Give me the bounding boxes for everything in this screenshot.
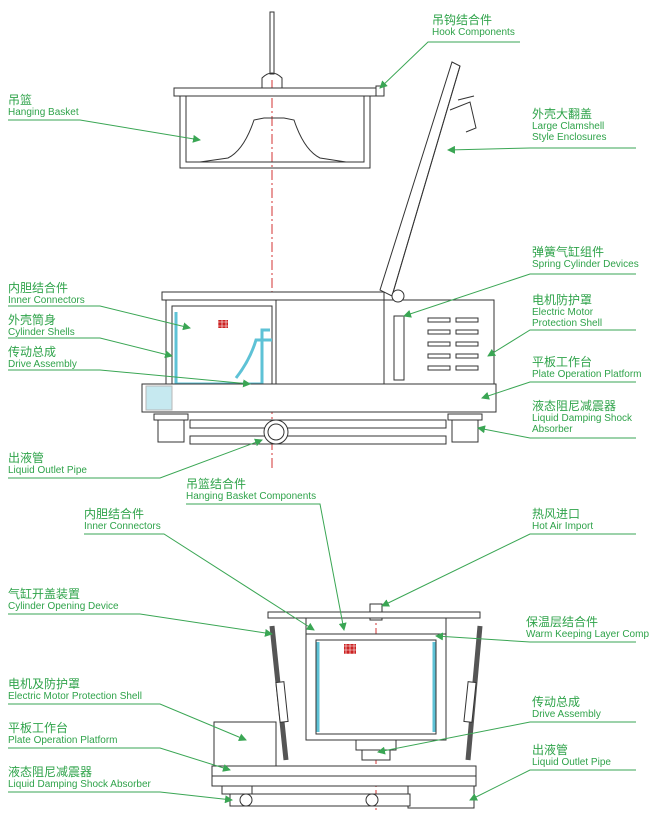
label-cn: 外壳筒身 xyxy=(8,313,57,327)
label-en: Liquid Damping Shock Absorber xyxy=(8,779,151,791)
label-cylinder-opening: 气缸开盖装置 Cylinder Opening Device xyxy=(8,587,119,613)
hook-bracket xyxy=(261,72,283,88)
label-en: Warm Keeping Layer Comp xyxy=(526,629,649,641)
label-en: Hanging Basket Components xyxy=(186,491,317,503)
label-en: Liquid Damping Shock xyxy=(532,413,633,425)
label-hanging-basket-components: 吊篮结合件 Hanging Basket Components xyxy=(186,477,317,503)
label-cn: 吊篮 xyxy=(8,93,33,107)
label-liquid-outlet-2: 出液管 Liquid Outlet Pipe xyxy=(532,743,611,769)
label-motor-protection-1: 电机防护罩 Electric Motor Protection Shell xyxy=(532,293,603,330)
label-cn: 吊篮结合件 xyxy=(186,477,247,491)
clamshell-lid xyxy=(379,61,477,297)
label-en: Hanging Basket xyxy=(8,107,79,119)
label-hot-air: 热风进口 Hot Air Import xyxy=(532,507,594,533)
label-liquid-damping-2: 液态阻尼减震器 Liquid Damping Shock Absorber xyxy=(8,765,151,791)
label-clamshell: 外壳大翻盖 Large Clamshell Style Enclosures xyxy=(532,107,607,144)
label-warm-keeping: 保温层结合件 Warm Keeping Layer Comp xyxy=(526,615,649,641)
label-cn: 电机及防护罩 xyxy=(8,677,81,691)
hook-rod xyxy=(269,11,275,75)
label-en: Plate Operation Platform xyxy=(8,735,118,747)
label-hanging-basket: 吊篮 Hanging Basket xyxy=(8,93,79,119)
label-en: Protection Shell xyxy=(532,318,603,330)
label-liquid-damping-1: 液态阻尼减震器 Liquid Damping Shock Absorber xyxy=(532,399,633,436)
label-cn: 传动总成 xyxy=(8,345,57,359)
label-en: Absorber xyxy=(532,424,573,436)
label-en: Cylinder Shells xyxy=(8,327,75,339)
label-en: Drive Assembly xyxy=(532,709,601,721)
label-cn: 平板工作台 xyxy=(8,721,69,735)
label-cn: 内胆结合件 xyxy=(84,507,145,521)
bottom-lid xyxy=(267,611,481,619)
label-inner-connectors-2: 内胆结合件 Inner Connectors xyxy=(84,507,161,533)
top-drawing xyxy=(141,11,497,470)
label-cylinder-shells: 外壳筒身 Cylinder Shells xyxy=(8,313,75,339)
left-cylinder xyxy=(269,625,289,761)
label-en: Inner Connectors xyxy=(84,521,161,533)
label-cn: 出液管 xyxy=(532,743,569,757)
marker-bottom xyxy=(344,644,356,654)
bottom-motor-box xyxy=(213,721,277,767)
label-inner-connectors-1: 内胆结合件 Inner Connectors xyxy=(8,281,85,307)
label-en: Hook Components xyxy=(432,27,515,39)
label-en: Plate Operation Platform xyxy=(532,369,642,381)
label-en: Inner Connectors xyxy=(8,295,85,307)
label-cn: 出液管 xyxy=(8,451,45,465)
bottom-drum xyxy=(305,633,447,741)
label-motor-protection-2: 电机及防护罩 Electric Motor Protection Shell xyxy=(8,677,142,703)
label-drive-assembly-1: 传动总成 Drive Assembly xyxy=(8,345,77,371)
label-en: Drive Assembly xyxy=(8,359,77,371)
hanging-basket-shape xyxy=(173,85,385,169)
label-plate-platform-2: 平板工作台 Plate Operation Platform xyxy=(8,721,118,747)
label-cn: 液态阻尼减震器 xyxy=(532,399,617,413)
label-en: Spring Cylinder Devices xyxy=(532,259,639,271)
label-liquid-outlet-1: 出液管 Liquid Outlet Pipe xyxy=(8,451,87,477)
label-cn: 内胆结合件 xyxy=(8,281,69,295)
label-drive-assembly-2: 传动总成 Drive Assembly xyxy=(532,695,601,721)
label-cn: 传动总成 xyxy=(532,695,581,709)
right-cylinder xyxy=(463,625,483,761)
label-cn: 热风进口 xyxy=(532,507,581,521)
label-en: Hot Air Import xyxy=(532,521,594,533)
label-cn: 外壳大翻盖 xyxy=(532,107,593,121)
label-en: Electric Motor Protection Shell xyxy=(8,691,142,703)
leader-lines xyxy=(8,41,636,804)
label-en: Large Clamshell xyxy=(532,121,605,133)
label-cn: 吊钩结合件 xyxy=(432,13,493,27)
label-en: Liquid Outlet Pipe xyxy=(532,757,611,769)
label-en: Electric Motor xyxy=(532,307,594,319)
label-en: Liquid Outlet Pipe xyxy=(8,465,87,477)
label-en: Cylinder Opening Device xyxy=(8,601,119,613)
label-hook-components: 吊钩结合件 Hook Components xyxy=(432,13,515,39)
label-cn: 液态阻尼减震器 xyxy=(8,765,93,779)
label-cn: 平板工作台 xyxy=(532,355,593,369)
marker-top xyxy=(218,320,228,328)
label-plate-platform-1: 平板工作台 Plate Operation Platform xyxy=(532,355,642,381)
label-cn: 弹簧气缸组件 xyxy=(532,245,605,259)
label-spring-cylinder: 弹簧气缸组件 Spring Cylinder Devices xyxy=(532,245,639,271)
label-en: Style Enclosures xyxy=(532,132,607,144)
bottom-drawing xyxy=(211,603,483,810)
label-cn: 气缸开盖装置 xyxy=(8,587,81,601)
label-cn: 电机防护罩 xyxy=(532,293,593,307)
label-cn: 保温层结合件 xyxy=(526,615,599,629)
top-body xyxy=(141,289,497,445)
